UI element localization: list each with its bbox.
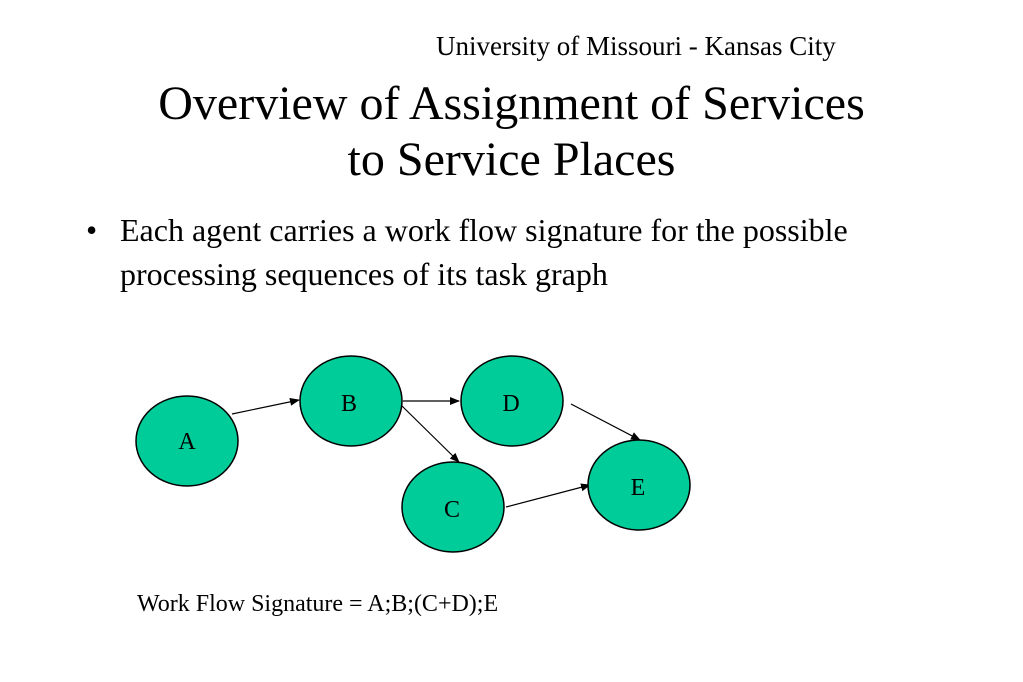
- node-a: A: [135, 395, 239, 487]
- node-d-label: D: [502, 391, 519, 417]
- node-c-label: C: [444, 497, 460, 523]
- workflow-signature: Work Flow Signature = A;B;(C+D);E: [137, 591, 499, 617]
- node-c: C: [401, 461, 505, 553]
- node-a-label: A: [178, 429, 196, 455]
- edge-d-e: [570, 403, 641, 441]
- node-e-label: E: [631, 475, 646, 501]
- slide-title: Overview of Assignment of Services to Se…: [0, 76, 1023, 188]
- edge-b-c: [401, 405, 460, 463]
- title-line-1: Overview of Assignment of Services: [158, 77, 865, 130]
- node-b-label: B: [341, 391, 357, 417]
- bullet-text: Each agent carries a work flow signature…: [120, 212, 848, 292]
- bullet-item: • Each agent carries a work flow signatu…: [86, 208, 916, 296]
- edge-c-e: [505, 483, 591, 508]
- title-line-2: to Service Places: [347, 133, 676, 186]
- bullet-marker: •: [86, 212, 98, 248]
- node-e: E: [587, 439, 691, 531]
- node-d: D: [460, 355, 564, 447]
- organization-header: University of Missouri - Kansas City: [436, 31, 836, 61]
- edge-a-b: [231, 397, 300, 415]
- node-b: B: [299, 355, 403, 447]
